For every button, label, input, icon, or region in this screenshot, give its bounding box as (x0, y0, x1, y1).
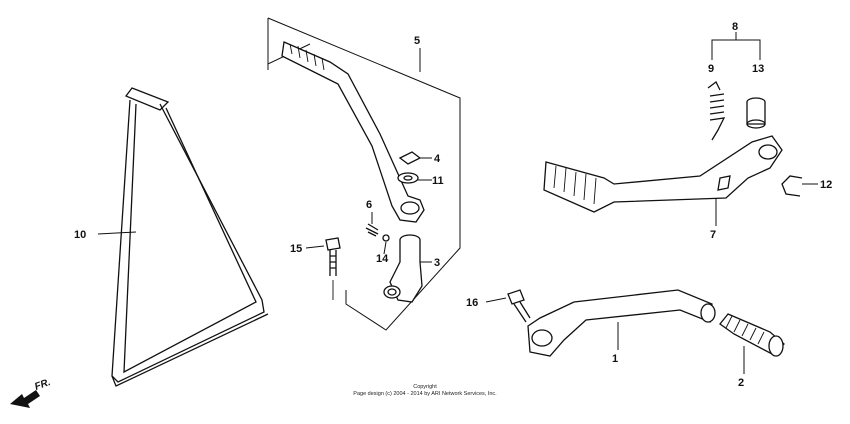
washer-part-11[interactable] (397, 172, 419, 184)
label-16: 16 (466, 297, 478, 309)
copyright-line-2: Page design (c) 2004 - 2014 by ARI Netwo… (353, 391, 497, 397)
label-6: 6 (366, 199, 372, 211)
collar-part-13[interactable] (746, 97, 766, 129)
copyright-notice: Copyright Page design (c) 2004 - 2014 by… (300, 384, 550, 398)
label-3: 3 (434, 257, 440, 269)
label-10: 10 (74, 229, 86, 241)
label-14: 14 (376, 253, 389, 265)
copyright-line-1: Copyright (413, 384, 437, 390)
bolt-part-16[interactable] (507, 289, 531, 323)
label-4: 4 (434, 153, 441, 165)
label-8: 8 (732, 21, 738, 33)
bolt-part-15[interactable] (325, 237, 341, 300)
spindle-part-3[interactable] (383, 234, 423, 303)
return-spring-part-9[interactable] (707, 81, 726, 141)
label-1: 1 (612, 353, 618, 365)
kick-arm-part-5[interactable] (281, 41, 425, 223)
label-15: 15 (290, 243, 302, 255)
front-direction-arrow-icon: FR. (10, 377, 52, 408)
kickstarter-group-box (267, 17, 461, 331)
clip-part-12[interactable] (781, 175, 803, 197)
clip-part-4[interactable] (398, 151, 422, 165)
direction-label: FR. (33, 377, 52, 393)
label-7: 7 (710, 229, 716, 241)
pedal-rubber-part-2[interactable] (719, 313, 786, 357)
label-9: 9 (708, 63, 714, 75)
label-13: 13 (752, 63, 764, 75)
spring-part-6[interactable] (365, 223, 379, 237)
ball-part-14[interactable] (382, 234, 390, 242)
stand-part-10[interactable] (111, 87, 269, 387)
label-12: 12 (820, 179, 832, 191)
label-2: 2 (738, 377, 744, 389)
change-pedal-part-7[interactable] (543, 135, 783, 213)
label-5: 5 (414, 35, 420, 47)
pedal-arm-part-1[interactable] (527, 289, 716, 357)
label-11: 11 (432, 175, 444, 187)
